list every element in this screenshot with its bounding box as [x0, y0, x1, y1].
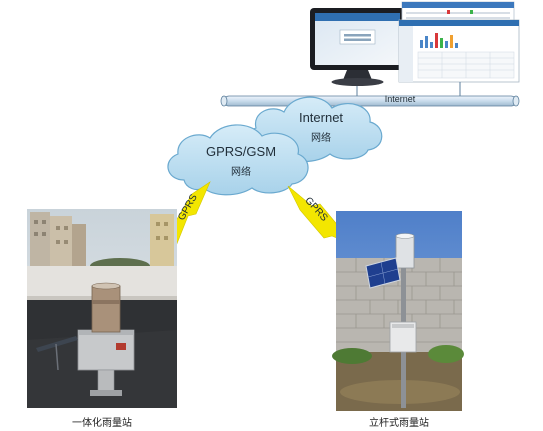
pole-rain-station-photo	[332, 211, 464, 411]
gprs-gsm-cloud-title: GPRS/GSM	[205, 144, 277, 159]
integrated-rain-station-photo	[27, 209, 177, 408]
computer-monitor-icon	[310, 8, 405, 86]
gprs-gsm-cloud-subtitle: 网络	[231, 167, 251, 178]
internet-cloud-subtitle: 网络	[311, 133, 331, 144]
pole-rain-station-caption: 立杆式雨量站	[369, 418, 429, 429]
internet-pipe-label: Internet	[384, 94, 416, 104]
software-screenshot-front	[398, 19, 520, 83]
gprs-gsm-cloud	[167, 124, 309, 196]
internet-cloud-title: Internet	[298, 110, 344, 125]
integrated-rain-station-caption: 一体化雨量站	[72, 418, 132, 429]
